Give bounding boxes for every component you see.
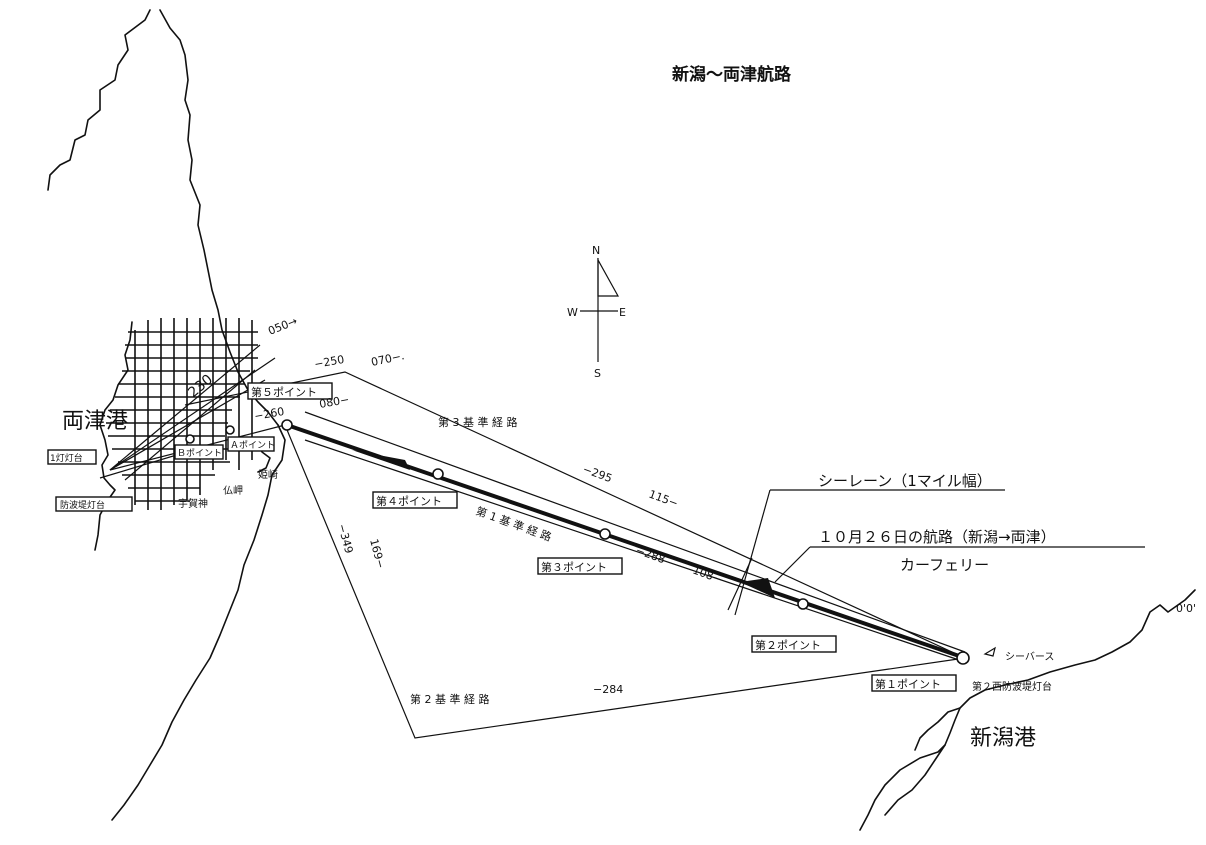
route3-line (184, 371, 966, 659)
label-p1: 第１ポイント (871, 674, 957, 692)
bearing-349: −349 (335, 522, 355, 555)
label-pB: Ｂポイント (174, 444, 224, 460)
bearing-260: −260 (253, 405, 285, 423)
svg-text:第１ポイント: 第１ポイント (875, 677, 941, 691)
approach-line-2 (109, 379, 266, 471)
route1-line-lower (304, 439, 966, 663)
label-p5: 第５ポイント (247, 382, 333, 400)
legend-track: １０月２６日の航路（新潟→両津） (818, 528, 1056, 546)
label-niigata-breakwater: 第２西防波堤灯台 (972, 680, 1052, 693)
port-niigata: 新潟港 (970, 726, 1036, 751)
waypoint-p1[interactable] (956, 651, 970, 665)
label-ryotsu-breakwater: 防波堤灯台 (55, 496, 133, 512)
sealane-cross-3 (774, 546, 811, 583)
bearing-250: −250 (313, 353, 345, 371)
sado-coastline-east (159, 9, 279, 426)
waypoint-p4[interactable] (432, 468, 444, 480)
route1-line-upper (304, 411, 966, 653)
port-ryotsu: 両津港 (62, 409, 128, 434)
label-p4: 第４ポイント (372, 491, 458, 509)
bearing-108: 108− (691, 564, 724, 587)
svg-text:第４ポイント: 第４ポイント (376, 494, 442, 508)
svg-text:1灯灯台: 1灯灯台 (50, 452, 83, 464)
zone-diagonal-1 (109, 344, 261, 471)
bearing-295: −295 (581, 463, 614, 486)
zone-diagonal-2 (124, 369, 256, 481)
svg-text:第５ポイント: 第５ポイント (251, 385, 317, 399)
shiberth-marker (983, 646, 996, 657)
bearing-169: 169− (367, 537, 387, 570)
svg-text:防波堤灯台: 防波堤灯台 (60, 499, 105, 511)
svg-text:Ｂポイント: Ｂポイント (177, 448, 222, 459)
compass-s: S (594, 367, 601, 380)
label-ryotsu-light: 1灯灯台 (47, 449, 97, 465)
svg-text:Ａポイント: Ａポイント (230, 440, 275, 451)
svg-text:第２ポイント: 第２ポイント (755, 638, 821, 652)
track-arrow-west (352, 450, 410, 470)
waypoint-pA[interactable] (225, 425, 235, 435)
waypoint-p3[interactable] (599, 528, 611, 540)
label-p3: 第３ポイント (537, 557, 623, 575)
legend-ferry: カーフェリー (900, 556, 989, 574)
bearing-284: −284 (593, 683, 623, 696)
label-shiberth: シーバース (1005, 651, 1054, 663)
bearing-080: 080− (318, 393, 350, 411)
bearing-288: −288 (634, 544, 667, 567)
label-route3: 第 3 基 準 経 路 (438, 415, 517, 429)
sealane-cross-1 (734, 489, 771, 616)
map-title: 新潟～両津航路 (672, 64, 792, 85)
waypoint-p5[interactable] (281, 419, 293, 431)
niigata-coast-south (884, 744, 946, 816)
sado-coastline-south (111, 424, 286, 821)
compass-rose: N S E W (567, 244, 626, 380)
bearing-070: 070−. (370, 349, 406, 369)
label-pA: Ａポイント (227, 436, 275, 452)
label-shukunegi: 宇賀神 (178, 497, 208, 510)
restricted-zone-grid (106, 318, 258, 510)
label-p2: 第２ポイント (751, 635, 837, 653)
bearing-115: 115− (647, 488, 680, 511)
waypoint-p2[interactable] (797, 598, 809, 610)
route2-line (284, 424, 966, 739)
label-misaki: 仏岬 (223, 485, 243, 497)
waypoint-pB[interactable] (185, 434, 195, 444)
niigata-coastline (859, 589, 1196, 831)
legend-sealane: シーレーン（1マイル幅） (818, 472, 992, 490)
track-arrow-east (740, 578, 775, 598)
label-route2: 第 2 基 準 経 路 (410, 692, 489, 706)
sado-coastline-north (47, 9, 151, 191)
svg-text:第３ポイント: 第３ポイント (541, 560, 607, 574)
bearing-050: 050→ (266, 314, 299, 337)
compass-w: W (567, 306, 578, 319)
bearing-000: 0'0' (1176, 602, 1196, 615)
compass-e: E (619, 306, 626, 319)
sealane-cross-2 (727, 557, 753, 611)
label-jizo: 姫崎 (258, 468, 278, 481)
compass-n: N (592, 244, 600, 257)
niigata-river (914, 707, 961, 751)
